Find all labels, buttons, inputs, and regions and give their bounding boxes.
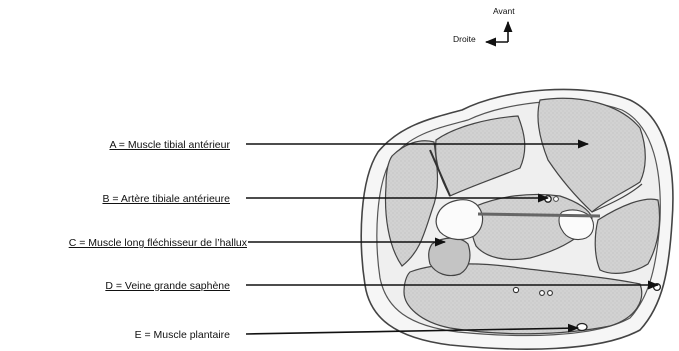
septum-2 xyxy=(478,214,600,216)
muscle-left-upper xyxy=(436,116,525,196)
skin-outline xyxy=(361,89,673,349)
orientation-compass-icon xyxy=(486,22,508,42)
bone-fibula xyxy=(559,210,593,240)
right-direction-label: Droite xyxy=(453,34,476,44)
vessel-small-cluster xyxy=(513,287,552,295)
label-e-plantaris: E = Muscle plantaire xyxy=(135,329,230,341)
arrow-e xyxy=(246,328,578,334)
muscle-posterior xyxy=(404,264,642,334)
muscle-central xyxy=(472,194,593,259)
muscle-a-tibialis-anterior xyxy=(538,98,645,212)
muscle-c-flexor-hallucis-longus xyxy=(429,238,470,276)
septum-3 xyxy=(592,184,642,212)
vessel-great-saphenous-vein xyxy=(654,284,661,291)
bone-tibia xyxy=(436,200,482,240)
vessel-anterior-tibial-artery xyxy=(545,196,559,202)
label-a-tibialis-anterior: A = Muscle tibial antérieur xyxy=(109,139,230,151)
muscle-left-lateral xyxy=(386,141,438,266)
septum-1 xyxy=(430,150,450,196)
front-direction-label: Avant xyxy=(493,6,515,16)
leader-arrows xyxy=(246,144,658,334)
label-b-anterior-tibial-artery: B = Artère tibiale antérieure xyxy=(102,193,230,205)
label-d-great-saphenous-vein: D = Veine grande saphène xyxy=(105,280,230,292)
label-c-flexor-hallucis-longus: C = Muscle long fléchisseur de l’hallux xyxy=(69,237,247,249)
deep-fascia-outline xyxy=(377,101,660,335)
vessel-plantaris-tendon xyxy=(577,324,587,331)
muscle-right-lower xyxy=(595,199,659,273)
